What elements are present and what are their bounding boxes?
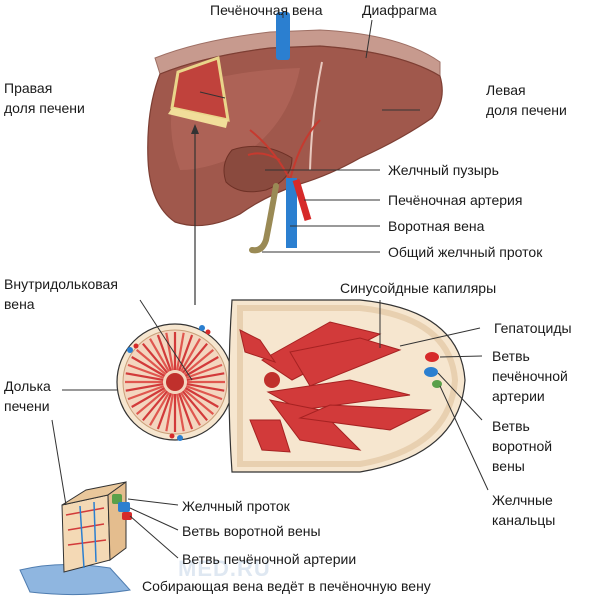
portal-branch-dot [424, 367, 438, 377]
label-hepatic-artery: Печёночная артерия [388, 192, 523, 208]
label-portal-branch-1: Ветвь [492, 418, 530, 434]
sinusoid-ray [127, 363, 165, 379]
label-artery-branch-1: Ветвь [492, 348, 530, 364]
common-bile-duct [249, 183, 279, 254]
leader-lines-middle [62, 299, 489, 491]
leader-lines-bottom [51, 419, 179, 559]
lobule-sinusoid-rays [125, 332, 225, 432]
intrahepatic-vessels [247, 119, 321, 181]
label-left-lobe-2: доля печени [486, 102, 567, 118]
sinusoid-ray [156, 334, 172, 372]
sinusoid-ray [180, 391, 201, 426]
label-central-vein-1: Внутридольковая [4, 276, 118, 292]
liver-lobule [116, 323, 234, 441]
label-common-bile-duct: Общий желчный проток [388, 244, 543, 260]
sinusoid-ray [125, 372, 164, 381]
label-central-vein-2: вена [4, 296, 35, 312]
label-right-lobe-2: доля печени [4, 100, 85, 116]
sinusoid-ray [181, 342, 208, 374]
label-hepatocytes: Гепатоциды [494, 320, 572, 336]
label-portal-vein-branch: Ветвь воротной вены [182, 523, 321, 539]
sinusoid-ray [125, 383, 164, 392]
portal-vein [286, 178, 297, 248]
sinusoid-ray [131, 356, 166, 377]
liver-cut-edge [168, 108, 228, 128]
leader-lines-top [199, 14, 420, 253]
label-portal-vein: Воротная вена [388, 218, 485, 234]
lobule-3d-cube [19, 481, 132, 596]
central-vein-enlarged [264, 372, 280, 388]
enlarged-lobule-section [228, 299, 466, 473]
sinusoid-ray [185, 385, 223, 401]
sinusoid-ray [183, 349, 215, 376]
label-portal-branch-3: вены [492, 458, 525, 474]
sinusoid-ray [156, 392, 172, 430]
sinusoid-ray [178, 334, 194, 372]
label-hepatic-artery-branch: Ветвь печёночной артерии [182, 551, 357, 567]
label-artery-branch-3: артерии [492, 388, 545, 404]
label-gallbladder: Желчный пузырь [388, 162, 499, 178]
sinusoid-ray [165, 332, 174, 371]
sinusoid-ray [178, 392, 194, 430]
label-hepatic-vein: Печёночная вена [210, 2, 323, 18]
hepatic-vein [276, 12, 290, 60]
sinusoid-ray [142, 342, 169, 374]
sinusoid-ray [135, 388, 167, 415]
sinusoid-ray [142, 390, 169, 422]
label-diaphragm: Диафрагма [362, 2, 437, 18]
sinusoid-ray [184, 387, 219, 408]
sinusoid-ray [184, 356, 219, 377]
label-collecting-vein: Собирающая вена ведёт в печёночную вену [142, 578, 431, 594]
portal-triads [127, 325, 211, 441]
sinusoid-ray [149, 391, 170, 426]
label-artery-branch-2: печёночной [492, 368, 568, 384]
label-sinusoids: Синусойдные капиляры [340, 280, 497, 296]
label-left-lobe-1: Левая [486, 82, 526, 98]
label-portal-branch-2: воротной [492, 438, 553, 454]
sinusoid-plates [239, 321, 432, 453]
falciform-ligament [309, 61, 323, 171]
label-right-lobe-1: Правая [4, 80, 53, 96]
sinusoid-ray [186, 383, 225, 392]
sinusoid-ray [165, 393, 174, 432]
label-bile-duct: Желчный проток [182, 498, 290, 514]
central-vein [166, 373, 184, 391]
sinusoid-ray [186, 372, 225, 381]
arrow-head [191, 124, 199, 134]
bile-canaliculi-dot [432, 380, 442, 388]
sinusoid-ray [149, 338, 170, 373]
sinusoid-ray [135, 349, 167, 376]
label-bile-canaliculi-1: Желчные [492, 492, 553, 508]
watermark: MED.RU [178, 556, 271, 581]
hepatic-artery [292, 178, 312, 222]
artery-branch-dot [425, 352, 439, 362]
label-lobule-1: Долька [4, 378, 51, 394]
label-bile-canaliculi-2: канальцы [492, 512, 556, 528]
sinusoid-ray [176, 393, 185, 432]
sinusoid-ray [185, 363, 223, 379]
label-lobule-2: печени [4, 398, 50, 414]
sinusoid-ray [180, 338, 201, 373]
sinusoid-ray [183, 388, 215, 415]
sinusoid-ray [131, 387, 166, 408]
sinusoid-ray [176, 332, 185, 371]
sinusoid-ray [181, 390, 208, 422]
sinusoid-ray [127, 385, 165, 401]
